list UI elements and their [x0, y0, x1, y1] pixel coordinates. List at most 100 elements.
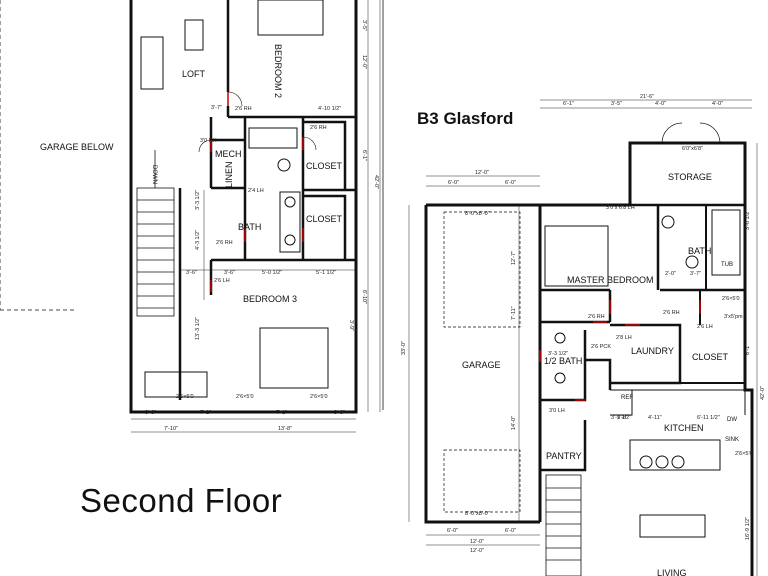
dim-ls-11: 3'-5": [361, 20, 367, 31]
dim-rb-8: 16'-9 1/2": [745, 517, 751, 540]
dim-rb-7: 6'-11 1/2": [697, 415, 720, 421]
master-walls: [540, 288, 745, 324]
dim-rb-6: 4'-11": [648, 415, 662, 421]
toilet-main: [661, 215, 675, 229]
sink-main: [685, 255, 699, 269]
master-bed: [544, 225, 609, 287]
doors-right: [539, 300, 701, 401]
room-half-bath: 1/2 BATH: [544, 356, 582, 366]
closet-walls: [679, 290, 745, 384]
stool-2: [655, 455, 669, 469]
storage-wall: [630, 203, 745, 290]
door-label-1: 2'6 RH: [235, 106, 252, 112]
room-loft: LOFT: [182, 69, 206, 79]
room-bath-main: BATH: [688, 246, 711, 256]
door-label-6: 2'6 LH: [214, 278, 230, 284]
sofa: [639, 514, 706, 538]
door-label-10: 2'6 PCK: [591, 344, 611, 350]
stair-first: [545, 474, 582, 576]
room-dw: DW: [727, 417, 737, 423]
window-label-2: 2'6×5'0: [236, 394, 254, 400]
garage-door-lower: [443, 449, 521, 513]
wall-bath-right: [301, 117, 356, 260]
door-label-16: 8'-0"x8'-0": [465, 511, 490, 517]
garage-door-upper: [443, 211, 521, 328]
dim-rs-7: 3'-3 1/2": [548, 351, 568, 357]
room-tub: TUB: [721, 262, 733, 268]
first-floor-plan: [408, 99, 758, 576]
outer-wall: [129, 0, 358, 414]
window-label-21: 3'x5'pm: [724, 314, 743, 320]
room-mech: MECH: [215, 149, 242, 159]
dim-rs-8: 6'-1": [745, 344, 751, 355]
dim-rt-2: 6'-1": [563, 101, 574, 107]
dim-rs-5: 42'-0": [760, 386, 766, 400]
toilet-half: [554, 332, 566, 344]
sink-upper-2: [284, 234, 296, 246]
dim-ls-7: 6'-1": [361, 150, 367, 161]
window-label-20: 2'6×5'0: [722, 296, 740, 302]
vanity-upper: [279, 191, 301, 253]
stool-3: [671, 455, 685, 469]
second-floor-plan: [0, 0, 384, 433]
dim-lm-2: 5'-0 1/2": [262, 270, 282, 276]
sink-upper-1: [284, 196, 296, 208]
plan-title: B3 Glasford: [417, 109, 514, 128]
stool-1: [639, 455, 653, 469]
room-storage: STORAGE: [668, 172, 712, 182]
door-label-8: 2'6 RH: [663, 310, 680, 316]
room-sink: SINK: [725, 437, 739, 443]
window-label-22: 2'6×5'0: [735, 451, 753, 457]
room-closet-b: CLOSET: [306, 214, 343, 224]
room-closet-a: CLOSET: [306, 161, 343, 171]
dim-rs-1: 33'-0": [401, 341, 407, 355]
dim-lm-4: 3'-6": [224, 270, 235, 276]
dim-lm-1: 3'-6": [186, 270, 197, 276]
dim-lb-4: 3'-8": [334, 410, 345, 416]
dim-rb-2: 6'-0": [505, 528, 516, 534]
window-label-1: 2'6×5'0: [176, 394, 194, 400]
tub-upper: [248, 127, 298, 149]
room-pantry: PANTRY: [546, 451, 582, 461]
dimension-lines-left: [131, 0, 381, 433]
dim-rb-3: 12'-0": [470, 539, 484, 545]
loft-sofa: [140, 36, 164, 90]
sink-half: [554, 372, 566, 384]
dim-lb2-1: 7'-10": [164, 426, 178, 432]
door-label-14: 3'0 x 6'8 LH: [606, 205, 635, 211]
room-laundry: LAUNDRY: [631, 346, 674, 356]
dim-rt-4: 4'-0": [655, 101, 666, 107]
doors-left: [210, 92, 304, 292]
room-ref: REF: [621, 395, 633, 401]
room-master-bedroom: MASTER BEDROOM: [567, 275, 654, 285]
dim-ls-5: 4'-10 1/2": [318, 106, 341, 112]
room-living: LIVING: [657, 568, 687, 576]
dim-lb-3: 7'-1": [276, 410, 287, 416]
dim-rs-10: 3'-7": [690, 271, 701, 277]
dim-rt-3: 3'-5": [611, 101, 622, 107]
dim-rb-5: 1'-8": [617, 415, 628, 421]
tub-main: [711, 209, 741, 276]
storage-doors: [661, 122, 721, 144]
garage-below-outline: [0, 0, 75, 311]
kitchen-counter: [610, 389, 746, 416]
door-label-11: 3'0 LH: [549, 408, 565, 414]
dimension-lines-right: [408, 99, 758, 576]
toilet-upper: [277, 158, 291, 172]
dim-rt-5: 4'-0": [712, 101, 723, 107]
room-linen: LINEN: [224, 161, 234, 188]
dim-rt-1: 21'-6": [640, 94, 654, 100]
dim-ls-1: 3'-3 1/2": [195, 190, 201, 210]
door-label-12: 2'6 LH: [697, 324, 713, 330]
dim-ls-6: 12'-0": [361, 55, 367, 69]
door-label-3: 3'0 RH: [200, 138, 217, 144]
door-label-15: 8'-0"x8'-0": [465, 211, 490, 217]
wall-closet2: [303, 194, 347, 260]
dim-rs-2: 12'-7": [511, 251, 517, 265]
dim-rs-4: 7'-11": [511, 306, 517, 320]
dim-rs-3: 14'-0": [511, 416, 517, 430]
room-garage-below: GARAGE BELOW: [40, 142, 114, 152]
desk: [144, 371, 208, 398]
stair-down-label: DOWN: [151, 165, 157, 184]
